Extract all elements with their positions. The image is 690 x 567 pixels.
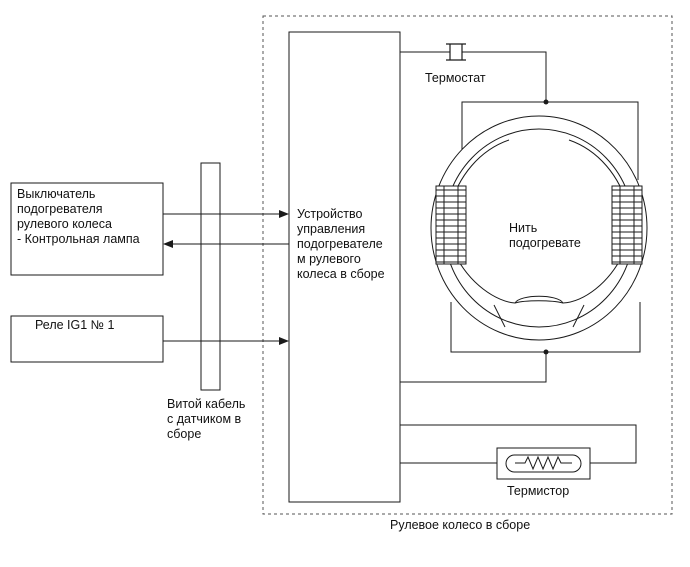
thermistor-label: Термистор bbox=[507, 484, 570, 498]
thermistor-wiring bbox=[400, 424, 637, 464]
relay-block bbox=[10, 315, 164, 363]
switch-block-label: Выключатель подогревателя рулевого колес… bbox=[17, 187, 140, 246]
thermostat-label: Термостат bbox=[425, 71, 486, 85]
spiral-cable-box bbox=[200, 162, 221, 391]
thermostat-switch-icon bbox=[446, 43, 466, 61]
controller-block-label: Устройство управления подогревателе м ру… bbox=[297, 207, 385, 281]
thermostat-wiring bbox=[400, 51, 547, 100]
spiral-cable-label: Витой кабель с датчиком в сборе bbox=[167, 397, 246, 441]
junction-dot-bottom bbox=[543, 349, 549, 355]
heater-element-left bbox=[435, 185, 467, 265]
steering-assembly-boundary bbox=[262, 15, 673, 515]
heater-wire-label: Нить подогревате bbox=[509, 221, 581, 250]
thermistor-icon bbox=[496, 447, 591, 480]
steering-assembly-label: Рулевое колесо в сборе bbox=[390, 518, 531, 532]
switch-block bbox=[10, 182, 164, 276]
junction-dot-top bbox=[543, 99, 549, 105]
relay-block-label: Реле IG1 № 1 bbox=[35, 318, 115, 332]
steering-wheel-icon bbox=[430, 115, 648, 341]
controller-block bbox=[288, 31, 401, 503]
heater-element-right bbox=[611, 185, 643, 265]
